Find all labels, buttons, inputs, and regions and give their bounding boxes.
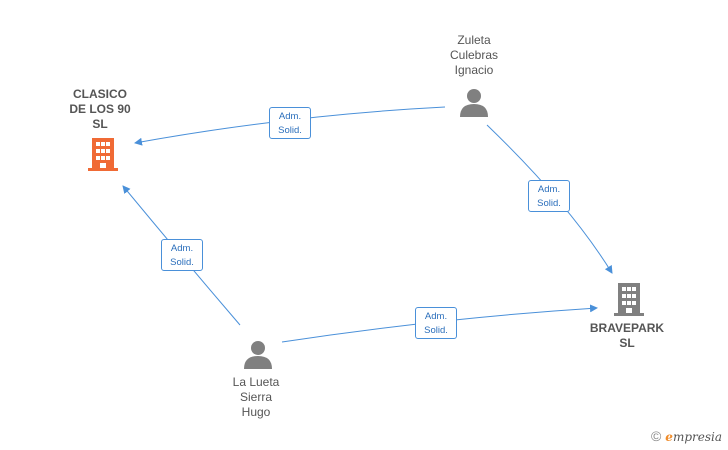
- person-name-line: La Lueta: [232, 375, 280, 389]
- edge-label-lalueta-clasico[interactable]: Adm. Solid.: [161, 239, 203, 271]
- edge-label-line: Adm.: [170, 243, 194, 254]
- person-icon[interactable]: [460, 89, 488, 117]
- edge-label-zuleta-clasico[interactable]: Adm. Solid.: [269, 107, 311, 139]
- person-name-line: Culebras: [449, 48, 499, 62]
- company-name-line: DE LOS 90: [69, 102, 131, 116]
- building-icon[interactable]: [88, 138, 118, 171]
- empresia-watermark: ©empresia: [651, 428, 722, 444]
- company-label-clasico[interactable]: CLASICO DE LOS 90 SL: [50, 87, 150, 132]
- company-name-line: SL: [92, 117, 108, 131]
- person-name-line: Sierra: [239, 390, 272, 404]
- edge-label-line: Solid.: [424, 325, 448, 336]
- edge-label-zuleta-bravepark[interactable]: Adm. Solid.: [528, 180, 570, 212]
- copyright-icon: ©: [650, 428, 662, 444]
- company-name-line: BRAVEPARK: [589, 321, 665, 335]
- person-name-line: Zuleta: [457, 33, 491, 47]
- person-icon[interactable]: [244, 341, 272, 369]
- edge-label-line: Solid.: [537, 198, 561, 209]
- person-label-zuleta[interactable]: Zuleta Culebras Ignacio: [424, 33, 524, 78]
- edge-label-lalueta-bravepark[interactable]: Adm. Solid.: [415, 307, 457, 339]
- person-name-line: Ignacio: [454, 63, 494, 77]
- person-name-line: Hugo: [241, 405, 271, 419]
- building-icon[interactable]: [614, 283, 644, 316]
- company-name-line: CLASICO: [73, 87, 127, 101]
- person-label-lalueta[interactable]: La Lueta Sierra Hugo: [206, 375, 306, 420]
- brand-rest: mpresia: [672, 430, 722, 444]
- edge-label-line: Adm.: [424, 311, 448, 322]
- edge-label-line: Adm.: [537, 184, 561, 195]
- company-label-bravepark[interactable]: BRAVEPARK SL: [577, 321, 677, 351]
- edge-label-line: Solid.: [170, 257, 194, 268]
- company-name-line: SL: [619, 336, 635, 350]
- brand-logo: empresia: [665, 430, 722, 444]
- brand-initial: e: [665, 430, 673, 444]
- edge-label-line: Adm.: [278, 111, 302, 122]
- edge-label-line: Solid.: [278, 125, 302, 136]
